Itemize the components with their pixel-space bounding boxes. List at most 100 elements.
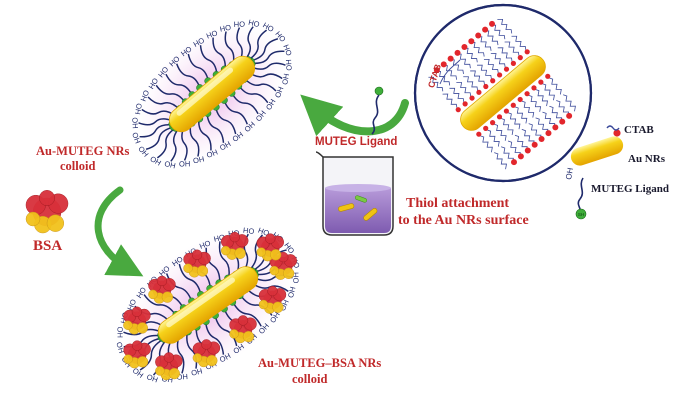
bsa-protein [155, 352, 183, 381]
muteg-ligand-chain [237, 84, 269, 104]
muteg-ligand-chain [248, 29, 268, 61]
bsa-label: BSA [33, 238, 63, 254]
muteg-ligand-chain [248, 71, 283, 80]
au-muteg-bsa-title: Au-MUTEG–BSA NRs [258, 356, 382, 370]
oh-terminal-label: OH [176, 372, 188, 382]
muteg-ligand-chain [147, 96, 181, 111]
muteg-ligand-chain [204, 321, 225, 355]
au-muteg-bsa-nanorod: OHOHOHOHOHOHOHOHOHOHOHOHOHOHOHOHOHOHOHOH… [114, 225, 301, 384]
ctab-bilayer [428, 18, 576, 170]
oh-terminal-label: OH [282, 43, 294, 57]
oh-terminal-label: OH [133, 102, 144, 115]
gold-nanorod [157, 266, 259, 344]
oh-terminal-label: OH [179, 159, 190, 168]
oh-terminal-label: OH [130, 131, 142, 145]
muteg-ligand-chain [251, 62, 286, 70]
muteg-ligand-chain [143, 294, 177, 316]
muteg-ligand-chain [244, 26, 254, 61]
muteg-ligand-chain [231, 301, 262, 327]
muteg-ligand-chain [189, 123, 200, 157]
oh-terminal-label: OH [145, 372, 159, 384]
legend: SH OH [564, 125, 624, 220]
muteg-ligand-chain [187, 53, 210, 82]
muteg-ligand-chain [199, 45, 218, 75]
muteg-ligand-chain [176, 63, 201, 89]
bsa-protein [229, 315, 257, 344]
oh-terminal-label: OH [138, 89, 151, 103]
conjugation-arrow [94, 186, 144, 277]
bsa-protein [258, 285, 287, 314]
muteg-ligand-chain [139, 123, 172, 138]
oh-terminal-label: OH [291, 272, 300, 283]
oh-terminal-label: OH [164, 159, 177, 170]
bsa-protein [25, 190, 69, 234]
oh-terminal-label: OH [280, 73, 291, 86]
au-muteg-subtitle: colloid [60, 159, 96, 173]
muteg-ligand-chain [223, 99, 248, 125]
oh-terminal-label: OH [286, 286, 297, 299]
ctab-inset-circle [413, 3, 593, 183]
svg-text:OH: OH [564, 167, 575, 181]
oh-terminal-label: OH [115, 327, 124, 338]
muteg-ligand-chain [197, 118, 212, 151]
muteg-ligand-chain [170, 127, 180, 162]
bsa-protein [148, 275, 176, 304]
oh-terminal-label: OH [205, 147, 219, 159]
muteg-ligand-chain [206, 113, 225, 143]
legend-ctab-icon [606, 125, 621, 137]
ctab-pointer [439, 59, 461, 85]
bsa-protein [183, 249, 211, 278]
gold-nanorod [168, 55, 256, 133]
bsa-protein-icon [25, 190, 69, 234]
inset-gold-nanorod [460, 55, 546, 131]
thiol-attachment-line1: Thiol attachment [406, 196, 510, 211]
rod-highlight [176, 67, 234, 116]
thiol-attachment-line2: to the Au NRs surface [398, 213, 529, 228]
oh-terminal-label: OH [273, 85, 286, 99]
bsa-protein [220, 231, 249, 260]
muteg-ligand-small [371, 86, 384, 135]
oh-terminal-label: OH [130, 117, 140, 129]
muteg-ligand-chain [178, 263, 202, 296]
svg-text:SH: SH [578, 212, 584, 217]
oh-terminal-label: OH [247, 18, 260, 29]
beaker [315, 151, 394, 236]
ligand-attachment-arrow [300, 94, 409, 137]
muteg-ligand-chain [155, 84, 187, 104]
bsa-protein [256, 233, 285, 262]
muteg-ligand-chain [214, 314, 238, 347]
muteg-ligand-chain [176, 335, 185, 374]
au-muteg-title: Au-MUTEG NRs [36, 144, 130, 158]
muteg-ligand-chain [165, 73, 194, 96]
oh-terminal-label: OH [243, 226, 255, 236]
oh-terminal-label: OH [284, 59, 294, 71]
rod-highlight [166, 277, 235, 328]
muteg-ligand-chain [230, 92, 259, 115]
oh-terminal-label: OH [190, 366, 203, 377]
legend-muteg-label: MUTEG Ligand [591, 183, 669, 195]
oh-terminal-label: OH [219, 23, 232, 34]
oh-terminal-label: OH [205, 28, 219, 40]
legend-ctab-label: CTAB [624, 124, 654, 136]
muteg-ligand-chain [181, 126, 188, 161]
muteg-ligand-chain [212, 37, 227, 70]
au-muteg-nanorod: OHOHOHOHOHOHOHOHOHOHOHOHOHOHOHOHOHOHOHOH… [130, 18, 294, 171]
bsa-protein [192, 339, 221, 368]
bsa-protein [123, 340, 151, 369]
muteg-ligand-chain [224, 31, 235, 65]
muteg-ligand-chain [252, 50, 285, 65]
oh-terminal-label: OH [213, 232, 226, 243]
muteg-ligand-chain [145, 126, 173, 151]
muteg-ligand-chain [214, 106, 237, 135]
oh-terminal-label: OH [114, 341, 126, 354]
muteg-ligand-chain [243, 77, 277, 92]
muteg-ligand-chain [236, 27, 243, 62]
legend-au-nrs-label: Au NRs [628, 153, 665, 165]
muteg-ligand-chain [156, 127, 176, 159]
muteg-ligand-chain [218, 241, 230, 279]
muteg-ligand-chain [251, 37, 279, 62]
oh-terminal-label: OH [234, 20, 245, 29]
oh-terminal-label: OH [192, 154, 205, 165]
